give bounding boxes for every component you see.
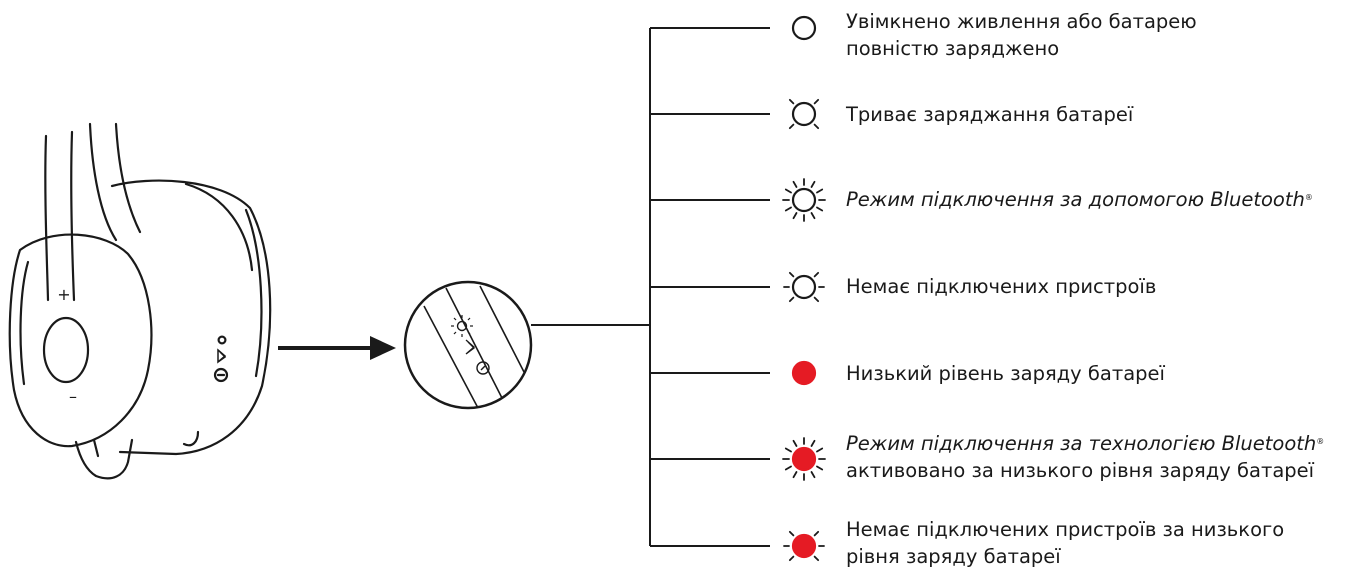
volume-down-label: – [69, 387, 77, 406]
legend-item-slow-flash-white: Немає підключених пристроїв [846, 273, 1156, 300]
legend-item-fast-flash-red: Режим підключення за технологією Bluetoo… [846, 430, 1324, 484]
fast-flash-red-light-icon [782, 437, 826, 481]
legend-item-fast-flash-white: Режим підключення за допомогою Bluetooth… [846, 186, 1313, 213]
legend-item-slow-flash-red: Немає підключених пристроїв за низького … [846, 516, 1284, 570]
headset-illustration [8, 122, 272, 480]
registered-mark: ® [1316, 437, 1325, 446]
legend-text: повністю заряджено [846, 37, 1060, 60]
slow-flash-white-light-icon [783, 271, 825, 303]
legend-text: Немає підключених пристроїв за низького [846, 518, 1285, 541]
connector-lines [531, 27, 770, 547]
solid-red-light-icon [791, 360, 817, 386]
legend-text: Режим підключення за допомогою Bluetooth [846, 188, 1305, 211]
arrow-icon [278, 336, 396, 360]
registered-mark: ® [1304, 193, 1313, 202]
fast-flash-white-light-icon [782, 178, 826, 222]
legend-item-solid-red: Низький рівень заряду батареї [846, 360, 1165, 387]
legend-text: Низький рівень заряду батареї [846, 362, 1165, 385]
slow-flash-red-light-icon [783, 530, 825, 562]
legend-text: Немає підключених пристроїв [846, 275, 1157, 298]
legend-item-solid-white: Увімкнено живлення або батарею повністю … [846, 8, 1197, 62]
legend-text: рівня заряду батареї [846, 545, 1061, 568]
bluetooth-button-icon [217, 348, 227, 364]
led-detail-zoom [403, 280, 533, 410]
legend-text: Увімкнено живлення або батарею [846, 10, 1197, 33]
legend-text: активовано за низького рівня заряду бата… [846, 459, 1315, 482]
volume-up-label: + [57, 285, 70, 304]
legend-item-slow-pulse-white: Триває заряджання батареї [846, 101, 1133, 128]
legend-text: Режим підключення за технологією Bluetoo… [846, 432, 1317, 455]
slow-pulse-white-light-icon [788, 98, 820, 130]
legend-text: Триває заряджання батареї [846, 103, 1134, 126]
solid-white-light-icon [791, 15, 817, 41]
